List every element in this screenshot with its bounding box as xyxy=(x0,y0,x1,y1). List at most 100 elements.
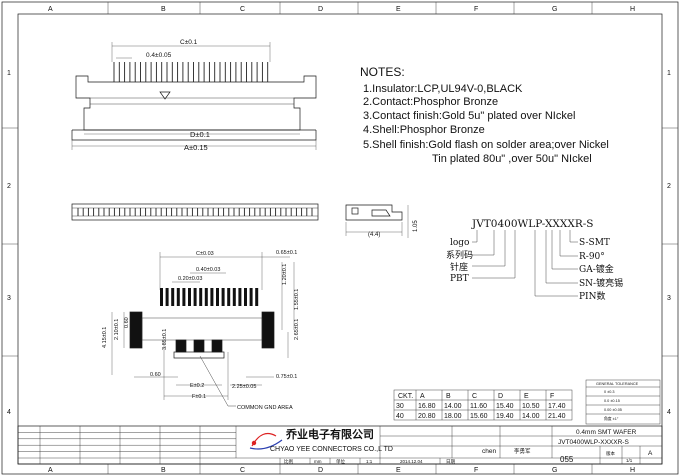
ckt-cell: 11.60 xyxy=(470,403,487,410)
tolerance-title: GENERAL TOLERANCE xyxy=(596,382,639,386)
rev-value: A xyxy=(648,450,653,457)
footprint-pad xyxy=(204,288,208,306)
col-label: E xyxy=(396,6,401,13)
fp-dim: 1.20±0.1 xyxy=(282,264,288,285)
col-label: H xyxy=(630,6,635,13)
ckt-cell: 20.80 xyxy=(418,413,436,420)
row-label: 4 xyxy=(7,409,11,416)
fp-dim: 0.60 xyxy=(150,372,161,378)
footprint-pad xyxy=(232,288,236,306)
ckt-header: A xyxy=(420,393,425,400)
fp-dim: 1.55±0.1 xyxy=(294,289,300,310)
col-label: G xyxy=(552,6,557,13)
col-label: B xyxy=(161,467,166,474)
date-label: 日期 xyxy=(446,459,455,465)
notes-block: NOTES: 1.Insulator:LCP,UL94V-0,BLACK 2.C… xyxy=(360,65,609,165)
col-label: B xyxy=(161,6,166,13)
ckt-header: E xyxy=(524,393,529,400)
common-gnd-callout: COMMON GND AREA xyxy=(237,405,293,411)
row-label: 2 xyxy=(7,183,11,190)
top-view: C±0.1 0.4±0.05 D±0.1 A±0.15 xyxy=(71,39,317,152)
note-line: 1.Insulator:LCP,UL94V-0,BLACK xyxy=(363,83,523,95)
tolerance-row: 0.00 ±0.05 xyxy=(604,408,622,412)
ckt-cell: 10.50 xyxy=(522,403,540,410)
row-label: 1 xyxy=(7,70,11,77)
ckt-cell: 14.00 xyxy=(522,413,540,420)
footprint-pad xyxy=(249,288,253,306)
footprint-pad xyxy=(199,288,203,306)
footprint-pad xyxy=(182,288,186,306)
tolerance-row: 0 ±0.3 xyxy=(604,390,615,394)
rev-label: 版本 xyxy=(606,450,615,457)
checked-by: 李勇军 xyxy=(514,447,531,455)
fp-dim: 0.20±0.03 xyxy=(178,276,202,282)
col-label: F xyxy=(474,467,478,474)
row-label: 1 xyxy=(667,70,671,77)
footprint-pad xyxy=(165,288,169,306)
ckt-cell: 15.60 xyxy=(470,413,488,420)
tolerance-block: GENERAL TOLERANCE 0 ±0.3 0.0 ±0.15 0.00 … xyxy=(585,379,661,425)
col-label: D xyxy=(318,6,323,13)
footprint-pad xyxy=(193,288,197,306)
ckt-cell: 14.00 xyxy=(444,403,462,410)
code-label-right: R-90° xyxy=(579,252,605,262)
fp-dim: 0.65±0.1 xyxy=(276,250,297,256)
product-name: 0.4mm SMT WAFER xyxy=(576,429,637,436)
note-line: 4.Shell:Phosphor Bronze xyxy=(363,124,485,136)
dim-a-label: A±0.15 xyxy=(184,143,208,152)
ckt-cell: 40 xyxy=(396,413,404,420)
col-label: H xyxy=(630,467,635,474)
side-dim-h: 1.05 xyxy=(413,220,419,232)
note-line: 5.Shell finish:Gold flash on solder area… xyxy=(363,139,609,151)
code-label-left: 系列码 xyxy=(446,249,473,261)
note-line: Tin plated 80u" ,over 50u" NIckel xyxy=(432,153,592,165)
code-label-left: 针座 xyxy=(450,261,468,273)
code-label-right: SN-镀亮锡 xyxy=(579,277,623,289)
dim-pitch-label: 0.4±0.05 xyxy=(146,52,172,59)
sheet-label: 1/1 xyxy=(626,458,633,463)
footprint-pad xyxy=(160,288,163,306)
row-label: 4 xyxy=(667,409,671,416)
col-label: C xyxy=(240,467,245,474)
code-label-left: logo xyxy=(450,238,469,248)
title-block: 乔业电子有限公司 CHYAO YEE CONNECTORS CO.,L TD 0… xyxy=(17,425,663,465)
code-label-right: S-SMT xyxy=(579,238,610,248)
dim-c-label: C±0.1 xyxy=(180,39,198,46)
fp-dim: F±0.1 xyxy=(192,394,206,400)
ckt-header: B xyxy=(446,393,451,400)
note-line: 3.Contact finish:Gold 5u" plated over NI… xyxy=(363,110,575,122)
col-label: E xyxy=(396,467,401,474)
unit-value: mm xyxy=(314,459,322,464)
front-view xyxy=(71,203,319,221)
unit-label: 单位 xyxy=(336,458,345,465)
fp-dim: 3.85±0.1 xyxy=(162,329,168,350)
row-label: 2 xyxy=(667,183,671,190)
ckt-header: D xyxy=(498,393,503,400)
column-labels-top: A B C D E F G H xyxy=(48,6,635,13)
fp-dim: E±0.2 xyxy=(190,383,204,389)
footprint-pad xyxy=(216,288,219,306)
row-labels: 1 2 3 4 1 2 3 4 xyxy=(7,70,671,416)
ckt-table-frame xyxy=(393,389,573,421)
side-dim-w: (4.4) xyxy=(368,232,380,238)
footprint-pad xyxy=(171,288,175,306)
note-line: 2.Contact:Phosphor Bronze xyxy=(363,96,498,108)
footprint-pad xyxy=(227,288,231,306)
ckt-header: F xyxy=(550,393,554,400)
fp-dim: 4.15±0.1 xyxy=(102,327,108,348)
fp-dim: 2.65±0.1 xyxy=(294,319,300,340)
ckt-cell: 16.80 xyxy=(418,403,436,410)
scale-label: 比例 xyxy=(284,458,293,465)
fp-dim: C±0.03 xyxy=(196,251,214,257)
ckt-header: C xyxy=(472,393,477,400)
side-view: (4.4) 1.05 xyxy=(345,204,419,238)
company-name-cn: 乔业电子有限公司 xyxy=(285,427,374,441)
ratio-value: 1:1 xyxy=(366,459,373,464)
ckt-cell: 17.40 xyxy=(548,403,566,410)
col-label: C xyxy=(240,6,245,13)
footprint-pad xyxy=(221,288,225,306)
code-label-right: GA-镀金 xyxy=(579,263,614,275)
